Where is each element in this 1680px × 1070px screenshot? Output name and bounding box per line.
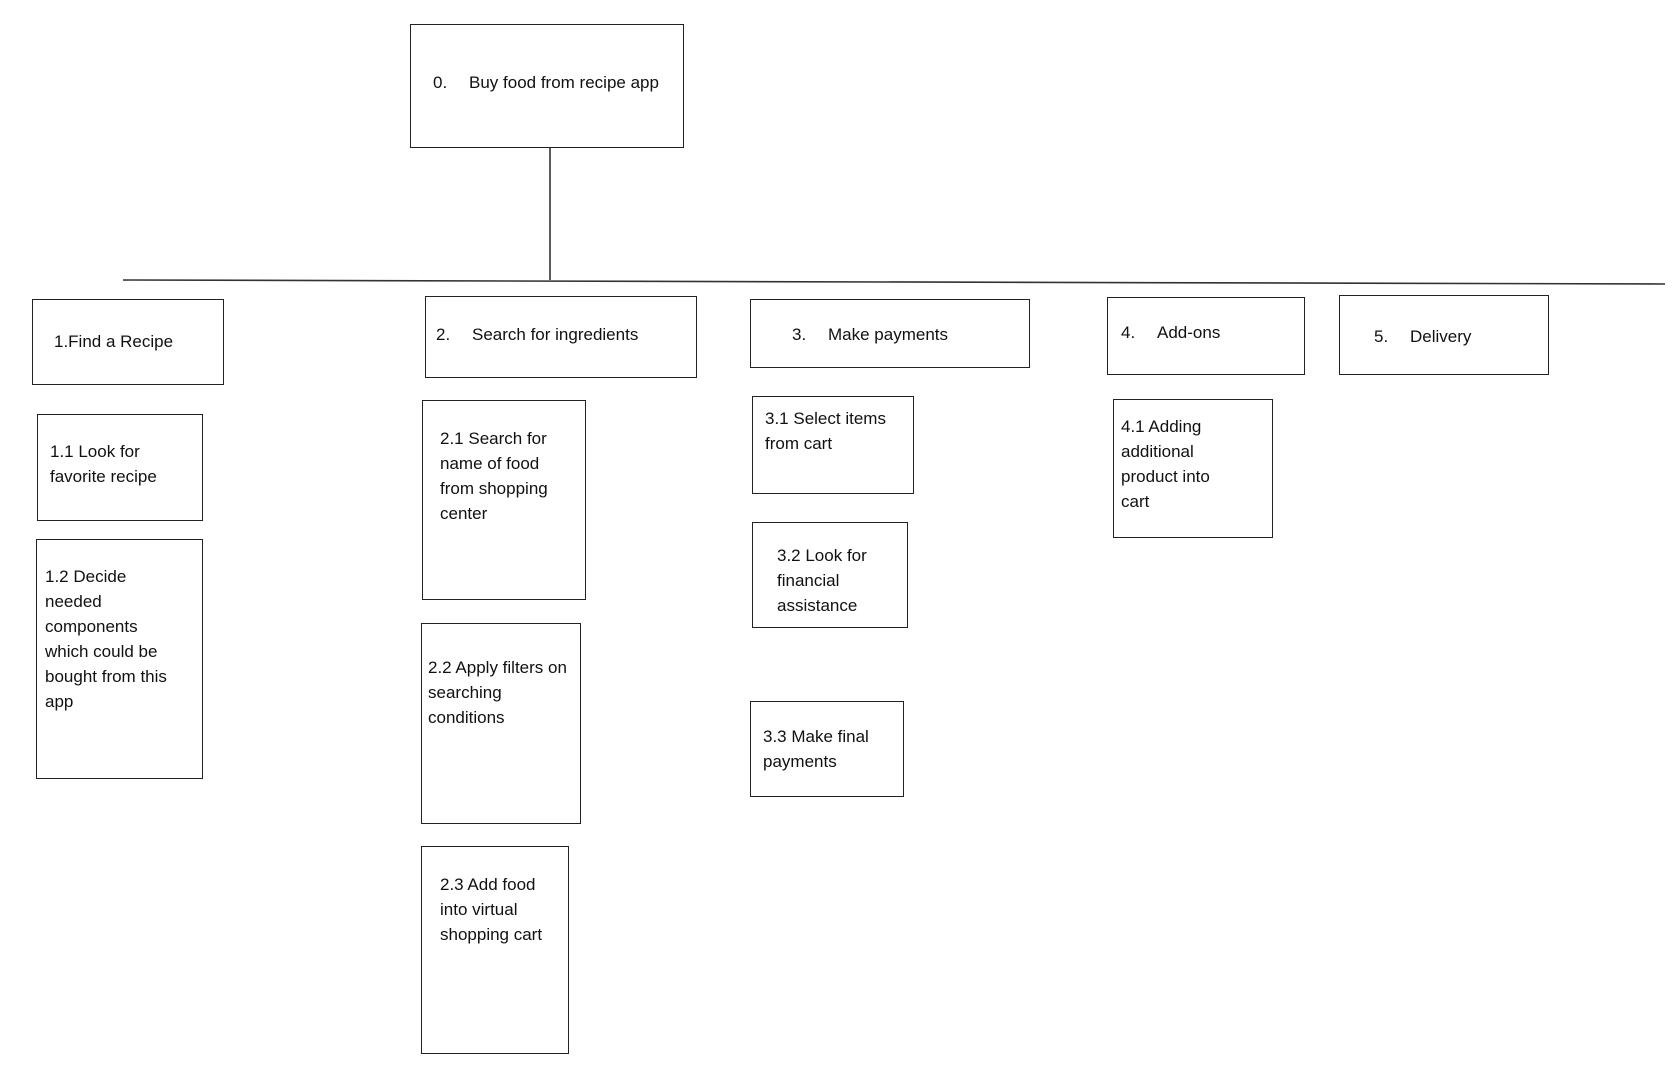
task-title-1: 1.Find a Recipe: [54, 332, 174, 351]
subtask-label-3-3: 3.3 Make final payments: [763, 727, 869, 771]
task-box-2: 2. Search for ingredients: [425, 296, 697, 378]
branch-bar-line: [122, 279, 1666, 285]
subtask-box-2-1: 2.1 Search for name of food from shoppin…: [422, 400, 586, 600]
task-box-4: 4. Add-ons: [1107, 297, 1305, 375]
subtask-label-2-2: 2.2 Apply filters on searching condition…: [428, 658, 567, 727]
task-box-5: 5. Delivery: [1339, 295, 1549, 375]
subtask-label-4-1: 4.1 Adding additional product into cart: [1121, 417, 1210, 511]
task-number-3: 3.: [792, 325, 807, 344]
task-label-3: Make payments: [828, 325, 948, 344]
task-box-3: 3. Make payments: [750, 299, 1030, 368]
subtask-label-1-1: 1.1 Look for favorite recipe: [50, 442, 157, 486]
subtask-label-2-1: 2.1 Search for name of food from shoppin…: [440, 429, 548, 523]
subtask-box-3-2: 3.2 Look for financial assistance: [752, 522, 908, 628]
subtask-label-2-3: 2.3 Add food into virtual shopping cart: [440, 875, 543, 944]
task-label-2: Search for ingredients: [472, 325, 639, 344]
subtask-box-4-1: 4.1 Adding additional product into cart: [1113, 399, 1273, 538]
subtask-box-1-1: 1.1 Look for favorite recipe: [37, 414, 203, 521]
task-label-4: Add-ons: [1157, 323, 1221, 342]
subtask-label-3-2: 3.2 Look for financial assistance: [777, 546, 867, 615]
subtask-box-1-2: 1.2 Decide needed components which could…: [36, 539, 203, 779]
subtask-box-3-3: 3.3 Make final payments: [750, 701, 904, 797]
subtask-box-3-1: 3.1 Select items from cart: [752, 396, 914, 494]
subtask-box-2-2: 2.2 Apply filters on searching condition…: [421, 623, 581, 824]
root-task-box: 0. Buy food from recipe app: [410, 24, 684, 148]
root-task-number: 0.: [433, 73, 448, 92]
task-number-4: 4.: [1121, 323, 1136, 342]
subtask-box-2-3: 2.3 Add food into virtual shopping cart: [421, 846, 569, 1054]
subtask-label-3-1: 3.1 Select items from cart: [765, 409, 886, 453]
task-number-5: 5.: [1374, 327, 1389, 346]
task-number-2: 2.: [436, 325, 451, 344]
root-task-label: Buy food from recipe app: [469, 73, 659, 92]
task-label-5: Delivery: [1410, 327, 1472, 346]
task-box-1: 1.Find a Recipe: [32, 299, 224, 385]
subtask-label-1-2: 1.2 Decide needed components which could…: [45, 567, 167, 711]
